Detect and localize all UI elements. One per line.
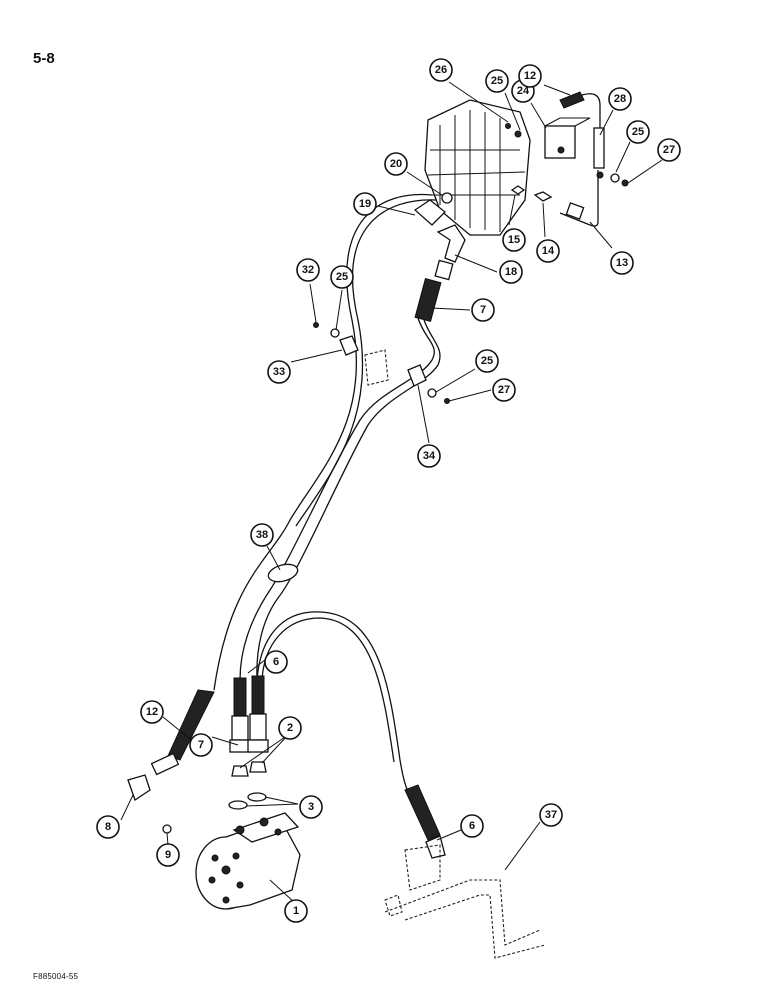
callout-20: 20 xyxy=(384,152,408,176)
callout-25: 25 xyxy=(626,120,650,144)
callout-9: 9 xyxy=(156,843,180,867)
svg-text:33: 33 xyxy=(273,366,285,378)
callout-12: 12 xyxy=(518,64,542,88)
svg-text:25: 25 xyxy=(481,355,493,367)
callout-6: 6 xyxy=(460,814,484,838)
elbow-fittings-upper xyxy=(413,199,466,323)
callout-37: 37 xyxy=(539,803,563,827)
callout-19: 19 xyxy=(353,192,377,216)
svg-text:24: 24 xyxy=(517,85,530,97)
callout-25: 25 xyxy=(475,349,499,373)
svg-text:8: 8 xyxy=(105,821,111,833)
steering-cylinder-dashed xyxy=(384,844,546,959)
tube-12-13-upper xyxy=(559,91,629,227)
callout-27: 27 xyxy=(657,138,681,162)
svg-text:6: 6 xyxy=(469,820,475,832)
callout-13: 13 xyxy=(610,251,634,275)
steering-motor xyxy=(195,812,301,910)
svg-text:26: 26 xyxy=(435,64,447,76)
svg-text:25: 25 xyxy=(491,75,503,87)
callout-25: 25 xyxy=(330,265,354,289)
svg-text:28: 28 xyxy=(614,93,626,105)
svg-text:27: 27 xyxy=(663,144,675,156)
figure-id: F885004-55 xyxy=(33,972,79,981)
callout-8: 8 xyxy=(96,815,120,839)
callout-26: 26 xyxy=(429,58,453,82)
svg-text:6: 6 xyxy=(273,656,279,668)
clamps xyxy=(313,322,450,404)
svg-text:15: 15 xyxy=(508,234,520,246)
callout-38: 38 xyxy=(250,523,274,547)
svg-text:1: 1 xyxy=(293,905,299,917)
callout-1: 1 xyxy=(284,899,308,923)
page-number: 5-8 xyxy=(33,50,55,67)
callout-27: 27 xyxy=(492,378,516,402)
svg-text:25: 25 xyxy=(336,271,348,283)
svg-text:27: 27 xyxy=(498,384,510,396)
svg-text:14: 14 xyxy=(542,245,555,257)
callout-33: 33 xyxy=(267,360,291,384)
svg-text:3: 3 xyxy=(308,801,314,813)
svg-text:25: 25 xyxy=(632,126,644,138)
callout-34: 34 xyxy=(417,444,441,468)
control-valve-assembly xyxy=(424,99,591,236)
callout-32: 32 xyxy=(296,258,320,282)
callout-14: 14 xyxy=(536,239,560,263)
svg-text:12: 12 xyxy=(146,706,158,718)
svg-text:7: 7 xyxy=(198,739,204,751)
svg-text:20: 20 xyxy=(390,158,402,170)
hose-routing xyxy=(213,193,441,795)
svg-text:7: 7 xyxy=(480,304,486,316)
svg-text:12: 12 xyxy=(524,70,536,82)
callout-2: 2 xyxy=(278,716,302,740)
svg-text:32: 32 xyxy=(302,264,314,276)
callout-7: 7 xyxy=(189,733,213,757)
svg-text:38: 38 xyxy=(256,529,268,541)
svg-text:37: 37 xyxy=(545,809,557,821)
callout-28: 28 xyxy=(608,87,632,111)
leader-lines xyxy=(120,81,663,904)
svg-text:2: 2 xyxy=(287,722,293,734)
svg-text:18: 18 xyxy=(505,266,517,278)
callout-25: 25 xyxy=(485,69,509,93)
callout-6: 6 xyxy=(264,650,288,674)
svg-text:34: 34 xyxy=(423,450,436,462)
svg-text:13: 13 xyxy=(616,257,628,269)
callout-12: 12 xyxy=(140,700,164,724)
callout-7: 7 xyxy=(471,298,495,322)
callout-15: 15 xyxy=(502,228,526,252)
callout-18: 18 xyxy=(499,260,523,284)
callout-3: 3 xyxy=(299,795,323,819)
svg-text:19: 19 xyxy=(359,198,371,210)
svg-text:9: 9 xyxy=(165,849,171,861)
